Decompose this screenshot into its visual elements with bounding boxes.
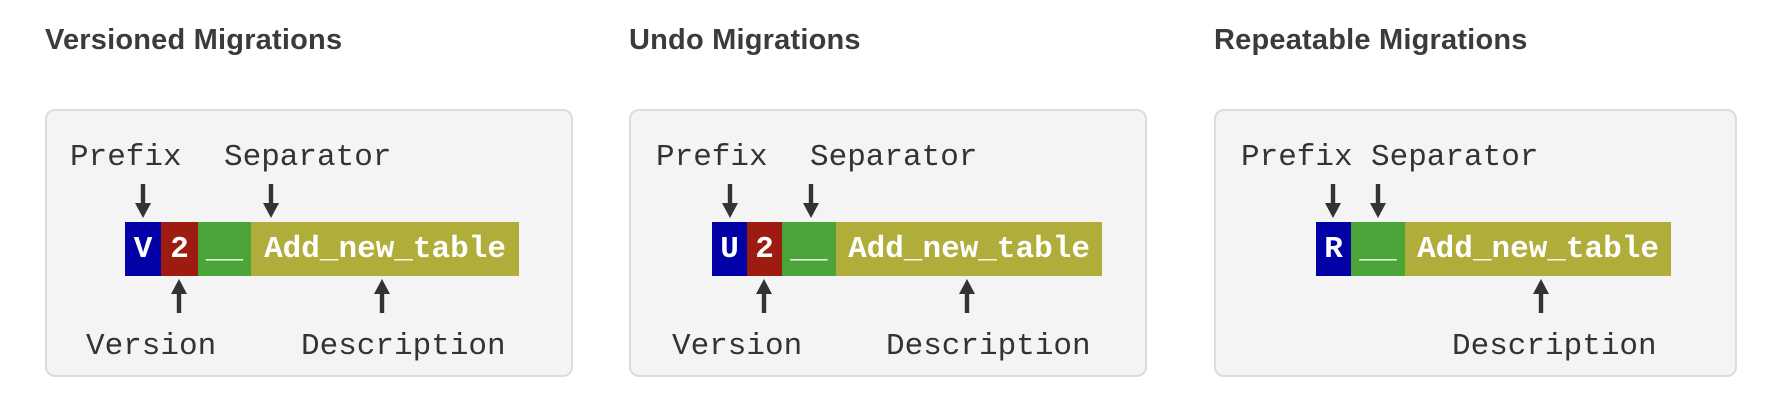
version-label: Version [86,329,217,364]
separator-label: Separator [810,140,978,175]
prefix-label: Prefix [656,140,768,175]
filename-bar: U 2 __ Add_new_table [712,222,1102,276]
separator-label: Separator [224,140,392,175]
filename-description-block: Add_new_table [251,222,519,276]
panel-title-undo: Undo Migrations [629,24,861,56]
arrow-up-icon [959,279,975,313]
arrow-down-icon [1325,184,1341,218]
description-label: Description [886,329,1091,364]
arrow-up-icon [1533,279,1549,313]
version-label: Version [672,329,803,364]
arrow-up-icon [171,279,187,313]
arrow-down-icon [722,184,738,218]
filename-description-block: Add_new_table [1405,222,1671,276]
repeatable-diagram-card: Prefix Separator R __ Add_new_table Desc… [1214,109,1737,377]
description-label: Description [1452,329,1657,364]
arrow-down-icon [263,184,279,218]
filename-separator-block: __ [782,222,836,276]
panel-title-repeatable: Repeatable Migrations [1214,24,1528,56]
prefix-label: Prefix [1241,140,1353,175]
filename-bar: V 2 __ Add_new_table [125,222,519,276]
filename-description-block: Add_new_table [836,222,1102,276]
filename-bar: R __ Add_new_table [1316,222,1671,276]
description-label: Description [301,329,506,364]
prefix-label: Prefix [70,140,182,175]
filename-separator-block: __ [1351,222,1405,276]
filename-version-block: 2 [747,222,782,276]
filename-separator-block: __ [198,222,251,276]
arrow-down-icon [135,184,151,218]
filename-prefix-block: R [1316,222,1351,276]
filename-prefix-block: U [712,222,747,276]
versioned-diagram-card: Prefix Separator V 2 __ Add_new_table Ve… [45,109,573,377]
arrow-up-icon [374,279,390,313]
panel-title-versioned: Versioned Migrations [45,24,343,56]
undo-diagram-card: Prefix Separator U 2 __ Add_new_table Ve… [629,109,1147,377]
separator-label: Separator [1371,140,1539,175]
filename-prefix-block: V [125,222,161,276]
arrow-up-icon [756,279,772,313]
filename-version-block: 2 [161,222,198,276]
arrow-down-icon [1370,184,1386,218]
arrow-down-icon [803,184,819,218]
